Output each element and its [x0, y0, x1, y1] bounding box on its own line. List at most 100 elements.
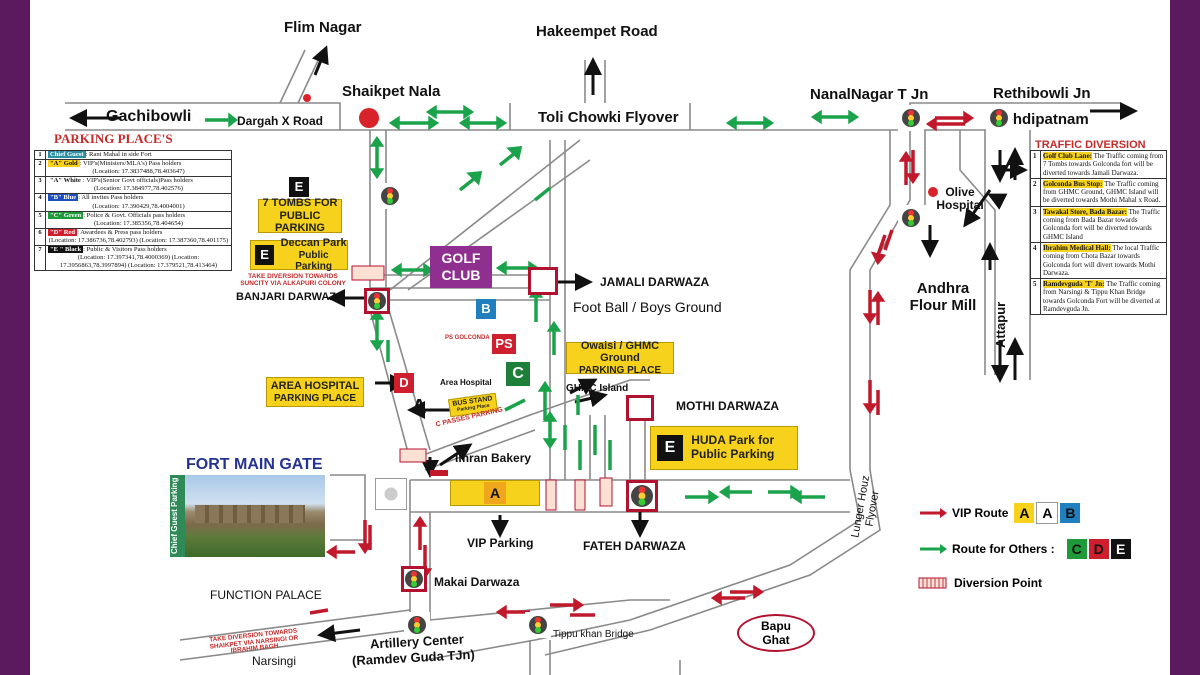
bapu-ghat-label: Bapu Ghat: [761, 619, 791, 647]
parking-row-desc: Chief Guest: Rani Mahal in side Fort: [45, 149, 232, 161]
deccan-park-text: Public Parking: [295, 249, 332, 273]
diversion-row-text: The Traffic coming from Bada Bazar towar…: [1043, 207, 1161, 241]
diversion-row-heading: Golconda Bus Stop:: [1043, 179, 1103, 188]
ps-golconda-label: PS GOLCONDA: [445, 335, 490, 341]
area-hospital-text: PARKING PLACE: [273, 392, 357, 404]
parking-row-number: 2: [34, 159, 46, 178]
map-canvas: Flim Nagar Hakeempet Road Gachibowli Dar…: [30, 0, 1170, 675]
c-tag: C: [506, 362, 530, 386]
parking-row-text: : Police & Govt. Officials pass holders: [83, 211, 186, 219]
road-network: [65, 45, 1138, 675]
diversion-row-text: The Traffic coming from GHMC Ground, GHM…: [1043, 179, 1161, 205]
a-tag: A: [484, 482, 506, 504]
traffic-signal-icon: [525, 612, 551, 638]
imran-bakery-marker: [430, 470, 448, 476]
diversion-row-text: The Traffic coming from 7 Tombs towards …: [1043, 152, 1164, 177]
golf-club-box: GOLF CLUB: [430, 246, 492, 288]
legend-chip-c: C: [1066, 539, 1087, 559]
diversion-row-text: The local Traffic coming from Chota Baza…: [1043, 243, 1160, 277]
area-hospital-small-label: Area Hospital: [440, 378, 492, 387]
diversion-points: [351, 265, 613, 511]
fateh-darwaza-label: FATEH DARWAZA: [583, 539, 686, 553]
parking-row-desc: "C" Green: Police & Govt. Officials pass…: [45, 210, 232, 229]
parking-color-chip: "A" Gold: [48, 160, 80, 168]
tippu-khan-label: Tippu khan Bridge: [553, 629, 634, 640]
vip-route-arrows: [309, 110, 975, 620]
parking-color-chip: Chief Guest: [48, 151, 86, 158]
traffic-signal-icon: [986, 105, 1012, 131]
traffic-signal-icon: [898, 205, 924, 231]
parking-row-desc: "A" Gold: VIP's(Ministers/MLA's) Pass ho…: [45, 159, 232, 178]
parking-table-row: 6"D" Red: Awardees & Press pass holders(…: [34, 227, 232, 247]
b-tag: B: [476, 299, 496, 319]
diversion-row-heading: Tawakal Store, Bada Bazar:: [1043, 207, 1128, 216]
diversion-row-heading: Golf Club Lane:: [1043, 152, 1093, 160]
gachibowli-label: Gachibowli: [106, 108, 192, 125]
shaikpet-nala-label: Shaikpet Nala: [342, 83, 441, 100]
fort-main-gate-label: FORT MAIN GATE: [186, 456, 323, 473]
legend-chip-a-gold: A: [1014, 503, 1035, 523]
fateh-signal-icon: [626, 480, 658, 512]
legend-chip-a-white: A: [1036, 502, 1059, 524]
diversion-row-desc: Tawakal Store, Bada Bazar: The Traffic c…: [1040, 205, 1167, 243]
suncity-diversion-note: TAKE DIVERSION TOWARDS SUNCITY VIA ALKAP…: [240, 273, 346, 287]
jamali-darwaza-label: JAMALI DARWAZA: [600, 275, 710, 289]
red-arrow-icon: [920, 508, 947, 518]
legend-diversion-label: Diversion Point: [954, 576, 1043, 590]
fort-photo: [185, 475, 325, 557]
parking-color-chip: "C" Green: [48, 211, 84, 219]
parking-row-number: 7: [34, 245, 46, 272]
ghmc-island-label: GHMC Island: [566, 383, 629, 394]
e-tag: E: [255, 245, 275, 265]
parking-table-row: 5"C" Green: Police & Govt. Officials pas…: [34, 210, 232, 229]
parking-row-location: (Location: 17.397341,78.4000369) (Locati…: [59, 254, 218, 270]
huda-title: HUDA Park for: [691, 433, 775, 448]
huda-text: Public Parking: [691, 447, 775, 461]
olive-hospital-dot: [928, 187, 938, 197]
owaisi-title: Owaisi / GHMC Ground: [580, 339, 660, 365]
diversion-row-heading: Ramdevguda 'T' Jn:: [1043, 280, 1105, 289]
parking-color-chip: "A" White: [48, 177, 83, 185]
parking-row-text: : All invites Pass holders: [78, 194, 144, 202]
jamali-darwaza-marker: [528, 267, 558, 295]
diversion-row-text: The Traffic coming from Narsingi & Tippu…: [1043, 280, 1161, 314]
diversion-point-icon: [918, 577, 947, 589]
diversion-row-number: 5: [1030, 278, 1041, 316]
green-arrow-icon: [920, 544, 947, 554]
parking-row-desc: "D" Red: Awardees & Press pass holders(L…: [45, 227, 232, 247]
parking-table-row: 7"E " Black: Public & Visitors Pass hold…: [34, 245, 232, 272]
olive-hospital-label: Olive Hospital: [936, 185, 984, 212]
a-marker: A: [412, 396, 427, 418]
deccan-park-title: Deccan Park: [280, 237, 347, 250]
parking-row-location: (Location: 17.386736,78.402793) (Locatio…: [48, 236, 229, 244]
parking-color-chip: "E " Black: [48, 246, 84, 254]
diversion-row-desc: Ramdevguda 'T' Jn: The Traffic coming fr…: [1040, 278, 1167, 316]
legend-vip: VIP Route A A B: [918, 502, 1081, 524]
vip-parking-label: VIP Parking: [467, 536, 534, 550]
dargah-x-road-label: Dargah X Road: [237, 114, 324, 128]
parking-row-number: 1: [34, 149, 46, 161]
diversion-row-number: 1: [1030, 150, 1041, 179]
mothi-darwaza-marker: [626, 395, 654, 421]
area-hospital-title: AREA HOSPITAL: [270, 379, 360, 392]
legend-vip-label: VIP Route: [952, 506, 1009, 520]
nanalnagar-label: NanalNagar T Jn: [810, 86, 929, 103]
makai-darwaza-label: Makai Darwaza: [434, 575, 520, 589]
fort-gate-icon: [375, 478, 407, 510]
parking-row-location: (Location: 17.3837488,78.403647): [92, 168, 185, 176]
parking-row-location: (Location: 17.384977,78.402576): [93, 185, 183, 193]
football-ground-label: Foot Ball / Boys Ground: [573, 299, 722, 315]
legend-chip-d: D: [1088, 539, 1109, 559]
diversion-row-desc: Golf Club Lane: The Traffic coming from …: [1040, 150, 1167, 179]
parking-row-text: : VIP's(Senior Govt officials)Pass holde…: [82, 177, 193, 185]
parking-row-desc: "E " Black: Public & Visitors Pass holde…: [45, 245, 232, 272]
function-palace-label: FUNCTION PALACE: [210, 588, 322, 602]
e-tag: E: [289, 177, 309, 197]
